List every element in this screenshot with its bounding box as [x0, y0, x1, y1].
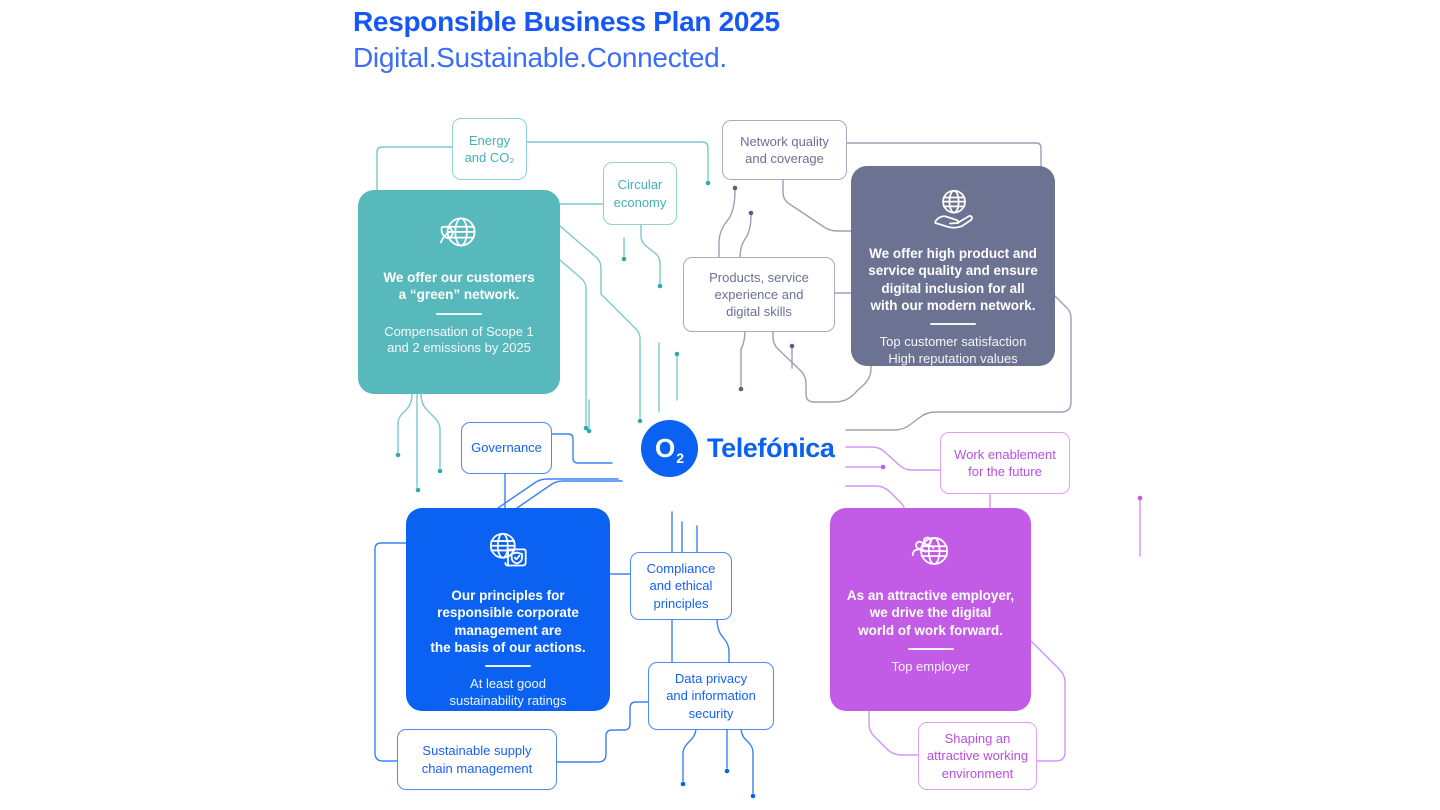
globe-shield-document-icon: [406, 527, 610, 577]
tag-network-quality-label: Network quality and coverage: [740, 133, 829, 166]
card-divider: [436, 312, 482, 315]
card-green-network-heading: We offer our customers a “green” network…: [383, 270, 535, 303]
card-divider: [907, 647, 954, 650]
tag-compliance: Compliance and ethical principles: [630, 552, 732, 620]
globe-leaf-icon: [358, 209, 560, 259]
tag-energy-co2-label: Energy and CO₂: [464, 132, 515, 165]
card-divider: [485, 665, 531, 668]
tag-data-privacy: Data privacy and information security: [648, 662, 774, 730]
card-divider: [930, 323, 976, 326]
tag-work-enablement: Work enablement for the future: [940, 432, 1070, 494]
tag-circular-economy-label: Circular economy: [613, 177, 667, 210]
tag-circular-economy: Circular economy: [603, 162, 677, 225]
tag-data-privacy-label: Data privacy and information security: [666, 671, 756, 721]
card-attractive-employer: As an attractive employer, we drive the …: [830, 508, 1031, 711]
card-responsible-management: Our principles for responsible corporate…: [406, 508, 610, 711]
tag-supply-chain: Sustainable supply chain management: [397, 729, 557, 790]
tag-compliance-label: Compliance and ethical principles: [646, 561, 716, 611]
telefonica-wordmark: Telefónica: [707, 433, 835, 463]
tag-energy-co2: Energy and CO₂: [452, 118, 527, 180]
card-green-network: We offer our customers a “green” network…: [358, 190, 560, 394]
tag-working-environment: Shaping an attractive working environmen…: [918, 722, 1037, 790]
tag-governance-label: Governance: [471, 440, 542, 456]
tag-supply-chain-label: Sustainable supply chain management: [421, 743, 533, 776]
tag-products-service: Products, service experience and digital…: [683, 257, 835, 332]
globe-hand-icon: [851, 185, 1055, 235]
card-attractive-employer-detail: Top employer: [891, 658, 970, 674]
card-product-quality: We offer high product and service qualit…: [851, 166, 1055, 366]
o2-logo-letter: O: [654, 433, 676, 463]
card-product-quality-heading: We offer high product and service qualit…: [868, 246, 1038, 313]
tag-products-service-label: Products, service experience and digital…: [709, 269, 809, 320]
o2-logo-subscript: 2: [676, 450, 685, 466]
tag-governance: Governance: [461, 422, 552, 474]
card-attractive-employer-heading: As an attractive employer, we drive the …: [846, 588, 1015, 638]
tag-work-enablement-label: Work enablement for the future: [954, 446, 1056, 479]
card-product-quality-detail: Top customer satisfaction High reputatio…: [879, 334, 1027, 366]
globe-people-icon: [830, 527, 1031, 577]
card-green-network-detail: Compensation of Scope 1 and 2 emissions …: [384, 323, 534, 356]
card-responsible-management-heading: Our principles for responsible corporate…: [430, 588, 586, 655]
page-subtitle: Digital.Sustainable.Connected.: [353, 42, 727, 73]
card-responsible-management-detail: At least good sustainability ratings: [449, 676, 567, 708]
tag-working-environment-label: Shaping an attractive working environmen…: [926, 731, 1029, 781]
tag-network-quality: Network quality and coverage: [722, 120, 847, 180]
page-title: Responsible Business Plan 2025: [353, 6, 780, 37]
